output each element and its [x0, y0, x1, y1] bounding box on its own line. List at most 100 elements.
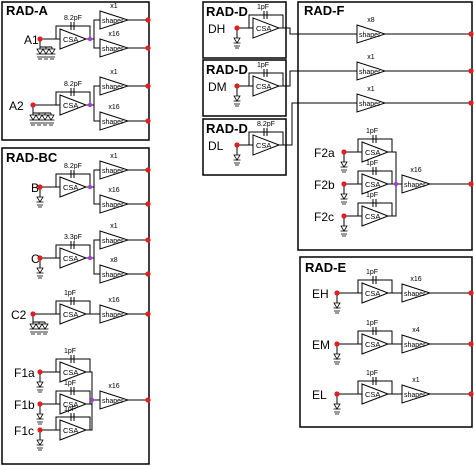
- a2-out-pin-x1: [145, 83, 151, 89]
- diode-body: [36, 196, 44, 203]
- a2-shaper-x16-label: shaper: [102, 119, 124, 126]
- eh-csa-cap-label: 1pF: [366, 269, 378, 276]
- f2a-csa-triangle: [361, 141, 390, 163]
- a2-ground-icon: [36, 122, 42, 126]
- eh-photodiode-icon: [333, 302, 341, 309]
- wire-layer: [32, 11, 471, 440]
- f1c-csa-feedback-loop: [55, 416, 91, 430]
- f1c-csa-cap-label: 1pF: [64, 406, 76, 413]
- dm-label: DM: [208, 80, 227, 94]
- a1-out-pin-x1: [145, 17, 151, 23]
- b-csa-cap-label: 8.2pF: [64, 163, 82, 170]
- f2b-csa-cap-label: 1pF: [366, 160, 378, 167]
- dl-photodiode-icon: [233, 154, 241, 161]
- box-rad-a-title: RAD-A: [6, 3, 48, 18]
- f1c-input-pin: [37, 427, 43, 433]
- b-branch-bottom: [93, 187, 100, 205]
- dl-csa-triangle: [252, 134, 281, 156]
- c-input-pin: [37, 255, 43, 261]
- f2b-csa-triangle: [361, 173, 390, 195]
- dh-input-pin: [234, 25, 240, 31]
- a2-shaper-x1-label: shaper: [102, 84, 124, 91]
- c-shaper-x8-gain: x8: [110, 257, 118, 264]
- f2-shaper-x16-gain: x16: [410, 167, 421, 174]
- diode-body: [340, 225, 348, 232]
- f2c-sum-wire: [388, 184, 397, 217]
- diode-body: [36, 381, 44, 388]
- b-label: B: [31, 181, 39, 195]
- f2c-input-pin: [341, 213, 347, 219]
- box-rad-f: [297, 1, 473, 251]
- f2a-label: F2a: [314, 146, 335, 160]
- f1-shaper-x16-gain: x16: [108, 383, 119, 390]
- dh-csa-label: CSA: [256, 24, 271, 33]
- c-csa-feedback-loop: [55, 244, 91, 258]
- a2-label: A2: [9, 99, 24, 113]
- f2-shaper-x16-triangle: [401, 174, 432, 194]
- f-shaper-x1-mid-gain: x1: [367, 54, 375, 61]
- b-ground-icon: [37, 204, 43, 208]
- c2-out-pin-x16: [145, 311, 151, 317]
- el-photodiode-icon: [333, 403, 341, 410]
- el-shaper-label: shaper: [404, 392, 426, 399]
- diode-body: [333, 302, 341, 309]
- f2a-photodiode-icon: [340, 161, 348, 168]
- c2-shaper-x16-gain: x16: [108, 297, 119, 304]
- f2b-label: F2b: [314, 178, 335, 192]
- f1a-photodiode-icon: [36, 381, 44, 388]
- eh-input-pin: [334, 290, 340, 296]
- f1a-sum-wire: [86, 371, 93, 400]
- dm-csa-cap-label: 1pF: [257, 62, 269, 69]
- f2b-input-pin: [341, 181, 347, 187]
- f2c-csa-triangle: [361, 205, 390, 227]
- dm-to-shaper-wire: [285, 70, 357, 87]
- a2-shaper-x16-triangle: [99, 111, 130, 131]
- c-shaper-x8-triangle: [99, 264, 130, 284]
- f2a-input-pin: [341, 149, 347, 155]
- f1c-ground-icon: [37, 447, 43, 451]
- el-ground-icon: [334, 411, 340, 415]
- f1c-csa-label: CSA: [63, 426, 78, 435]
- c2-ground-icon: [36, 331, 42, 335]
- a2-out-pin-x16: [145, 118, 151, 124]
- a1-label: A1: [24, 33, 39, 47]
- diode-body: [29, 114, 37, 121]
- dl-to-shaper-wire: [285, 102, 357, 146]
- c2-photodiode-icon: [29, 323, 37, 330]
- f1a-csa-label: CSA: [63, 368, 78, 377]
- f1c-csa-triangle: [59, 419, 88, 441]
- f2b-csa-label: CSA: [365, 180, 380, 189]
- a1-branch-top: [90, 19, 100, 40]
- f-shaper-x1-mid-triangle: [356, 61, 387, 81]
- f2c-photodiode-icon: [340, 225, 348, 232]
- box-rad-dm-title: RAD-D: [206, 62, 248, 77]
- f-out-pin-x1-mid: [468, 68, 474, 74]
- a2-ground-icon: [30, 122, 36, 126]
- f1a-label: F1a: [14, 366, 35, 380]
- dl-csa-feedback-loop: [248, 131, 284, 145]
- diode-body: [333, 403, 341, 410]
- f-out-pin-x1-low: [468, 100, 474, 106]
- f1b-label: F1b: [14, 398, 35, 412]
- el-shaper-gain: x1: [412, 377, 420, 384]
- diode-body: [36, 439, 44, 446]
- em-out-pin: [468, 341, 474, 347]
- c-out-pin-x8: [145, 271, 151, 277]
- em-photodiode-icon: [333, 353, 341, 360]
- c2-photodiode-icon: [41, 323, 49, 330]
- a2-input-pin: [30, 102, 36, 108]
- eh-out-pin: [468, 290, 474, 296]
- f2a-csa-cap-label: 1pF: [366, 128, 378, 135]
- em-csa-cap-label: 1pF: [366, 320, 378, 327]
- f1b-ground-icon: [37, 421, 43, 425]
- a2-junction-dot: [87, 102, 93, 108]
- b-csa-triangle: [59, 176, 88, 198]
- c-ground-icon: [37, 275, 43, 279]
- c2-csa-triangle: [59, 303, 88, 325]
- diode-body: [48, 48, 56, 55]
- diode-body: [47, 114, 55, 121]
- b-input-pin: [37, 184, 43, 190]
- diode-body: [340, 193, 348, 200]
- f-shaper-x1-low-label: shaper: [359, 101, 381, 108]
